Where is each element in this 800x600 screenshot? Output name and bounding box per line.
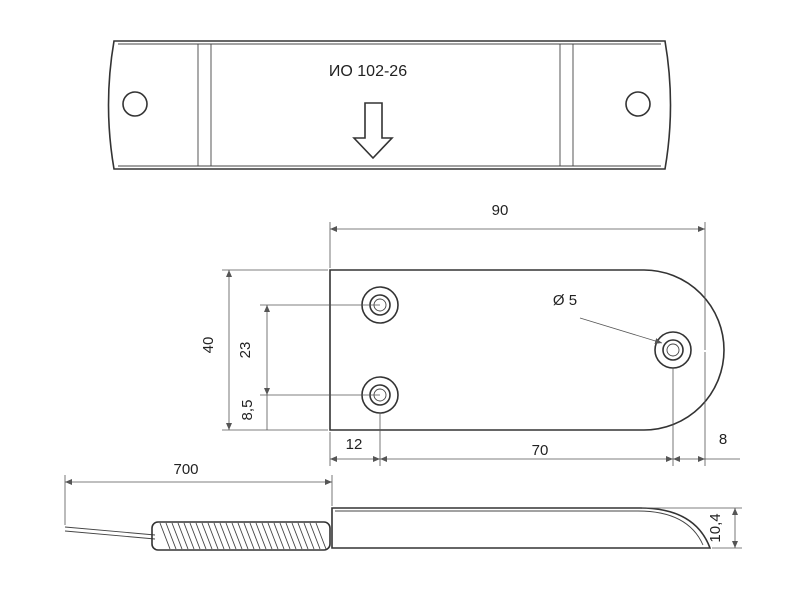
diameter-leader	[579, 317, 663, 344]
top-view-edge-lines	[118, 43, 661, 167]
dim-hole-offset-bottom: 8,5	[239, 400, 256, 421]
down-arrow-icon	[352, 102, 394, 160]
model-label: ИО 102-26	[329, 63, 407, 80]
dim-hole-offset-left: 12	[346, 436, 363, 453]
top-view: ИО 102-26	[107, 40, 672, 170]
dim-end-offset: 8	[719, 431, 727, 448]
right-mounting-hole	[625, 91, 651, 117]
dim-hole-to-hole-length: 70	[532, 442, 549, 459]
end-hole	[654, 331, 692, 369]
plan-view: 90 40 23 8,5 12 70 8 Ø 5	[200, 202, 740, 466]
dim-height: 10,4	[707, 513, 724, 542]
cable-spiral	[159, 522, 327, 550]
cable-sheath	[151, 521, 331, 551]
side-view: 700 10,4	[64, 461, 742, 551]
dim-cable-length: 700	[173, 461, 198, 478]
dim-overall-length: 90	[492, 202, 509, 219]
dim-overall-width: 40	[200, 337, 217, 354]
dim-hole-diameter: Ø 5	[553, 292, 577, 309]
housing-side-profile	[331, 507, 712, 549]
plate-outline	[329, 269, 725, 431]
dim-hole-spacing: 23	[237, 342, 254, 359]
left-mounting-hole	[122, 91, 148, 117]
cable	[64, 521, 331, 551]
top-view-body	[107, 40, 672, 170]
